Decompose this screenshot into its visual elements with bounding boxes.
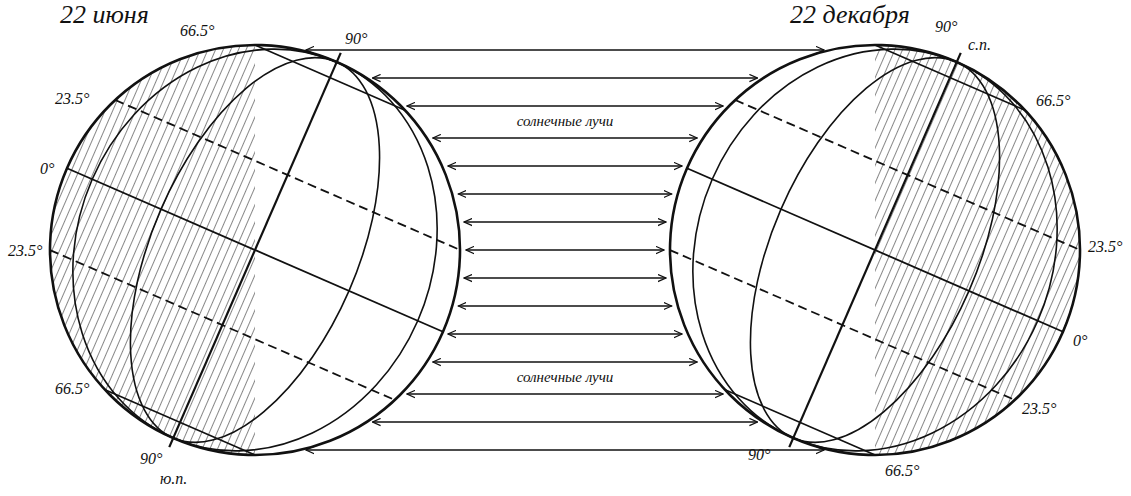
latitude-label: 0°: [40, 160, 54, 178]
latitude-label: 66.5°: [55, 380, 89, 398]
pole-label: с.п.: [968, 36, 991, 54]
latitude-label: 66.5°: [180, 22, 214, 40]
latitude-label: 23.5°: [8, 242, 42, 260]
latitude-label: 66.5°: [885, 462, 919, 480]
latitude-label: 90°: [935, 18, 957, 36]
latitude-label: 23.5°: [55, 90, 89, 108]
date-title: 22 декабря: [790, 0, 910, 30]
latitude-label: 23.5°: [1088, 238, 1122, 256]
sun-rays: [306, 50, 824, 450]
latitude-label: 23.5°: [1022, 400, 1056, 418]
rays-label: солнечные лучи: [517, 113, 614, 130]
latitude-label: 90°: [748, 446, 770, 464]
latitude-label: 90°: [140, 450, 162, 468]
latitude-label: 90°: [345, 30, 367, 48]
latitude-label: 66.5°: [1036, 92, 1070, 110]
date-title: 22 июня: [60, 0, 149, 30]
pole-label: ю.п.: [160, 470, 187, 488]
latitude-label: 0°: [1073, 332, 1087, 350]
rays-label: солнечные лучи: [517, 369, 614, 386]
